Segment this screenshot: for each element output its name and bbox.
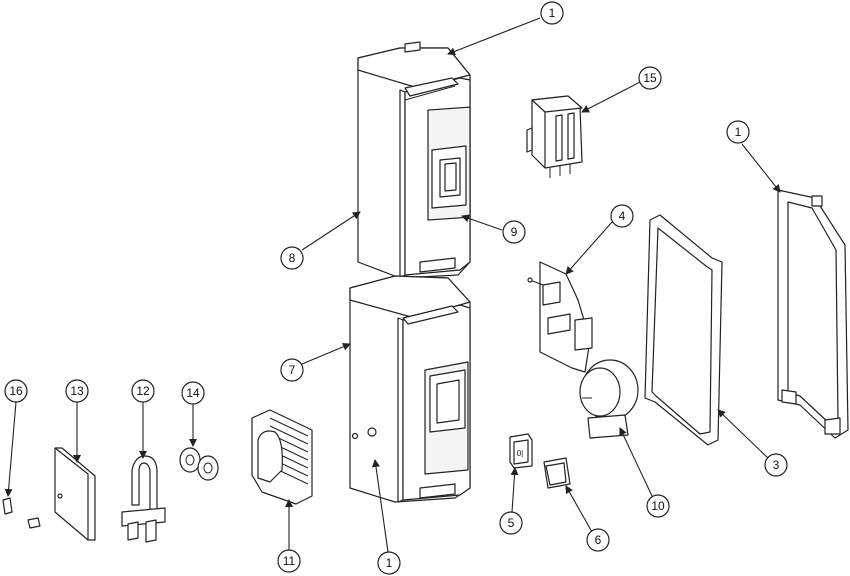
callout-5: 5 [499,511,523,535]
callout-6-label: 6 [595,533,602,547]
callout-14-label: 14 [186,386,200,400]
motor [579,359,639,439]
callout-13-label: 13 [70,384,84,398]
callout-12-label: 12 [136,384,150,398]
gland-fitting [179,447,219,481]
callout-3-label: 3 [773,458,780,472]
heat-sink [251,409,313,505]
callout-5-label: 5 [508,516,515,530]
screws [2,497,41,529]
hose-assembly [121,455,166,543]
callout-15: 15 [638,66,662,90]
callout-10: 10 [646,494,670,518]
upper-enclosure [357,41,471,279]
callout-7: 7 [280,358,304,382]
callout-1-top-label: 1 [549,6,556,20]
callout-1-top: 1 [540,1,564,25]
gasket [644,214,723,446]
switch-symbol: 0| [517,449,524,458]
lower-enclosure [349,275,471,503]
callout-9-label: 9 [511,225,518,239]
callout-3: 3 [764,453,788,477]
callout-7-label: 7 [289,363,296,377]
callout-12: 12 [131,379,155,403]
leader-lines [4,17,781,553]
callout-16: 16 [4,379,28,403]
callout-1-bottom-label: 1 [386,556,393,570]
callout-11: 11 [277,549,301,573]
relay-block [526,95,583,178]
callout-11-label: 11 [283,554,296,568]
callout-14: 14 [181,381,205,405]
callout-6: 6 [586,528,610,552]
callout-15-label: 15 [643,71,657,85]
callout-9: 9 [502,220,526,244]
callout-4-label: 4 [619,209,626,223]
callout-8-label: 8 [289,251,296,265]
switch-cover [543,457,571,489]
circuit-board [527,261,593,373]
callout-13: 13 [65,379,89,403]
callout-1-bottom: 1 [377,551,401,575]
callout-8: 8 [280,246,304,270]
cover-plate [54,447,96,541]
enclosure-lid [777,189,849,439]
callout-1-right-label: 1 [735,125,742,139]
callout-10-label: 10 [651,499,665,513]
rocker-switch: 0| [509,433,533,469]
callout-16-label: 16 [9,384,23,398]
callout-1-right: 1 [726,120,750,144]
callout-4: 4 [610,204,634,228]
